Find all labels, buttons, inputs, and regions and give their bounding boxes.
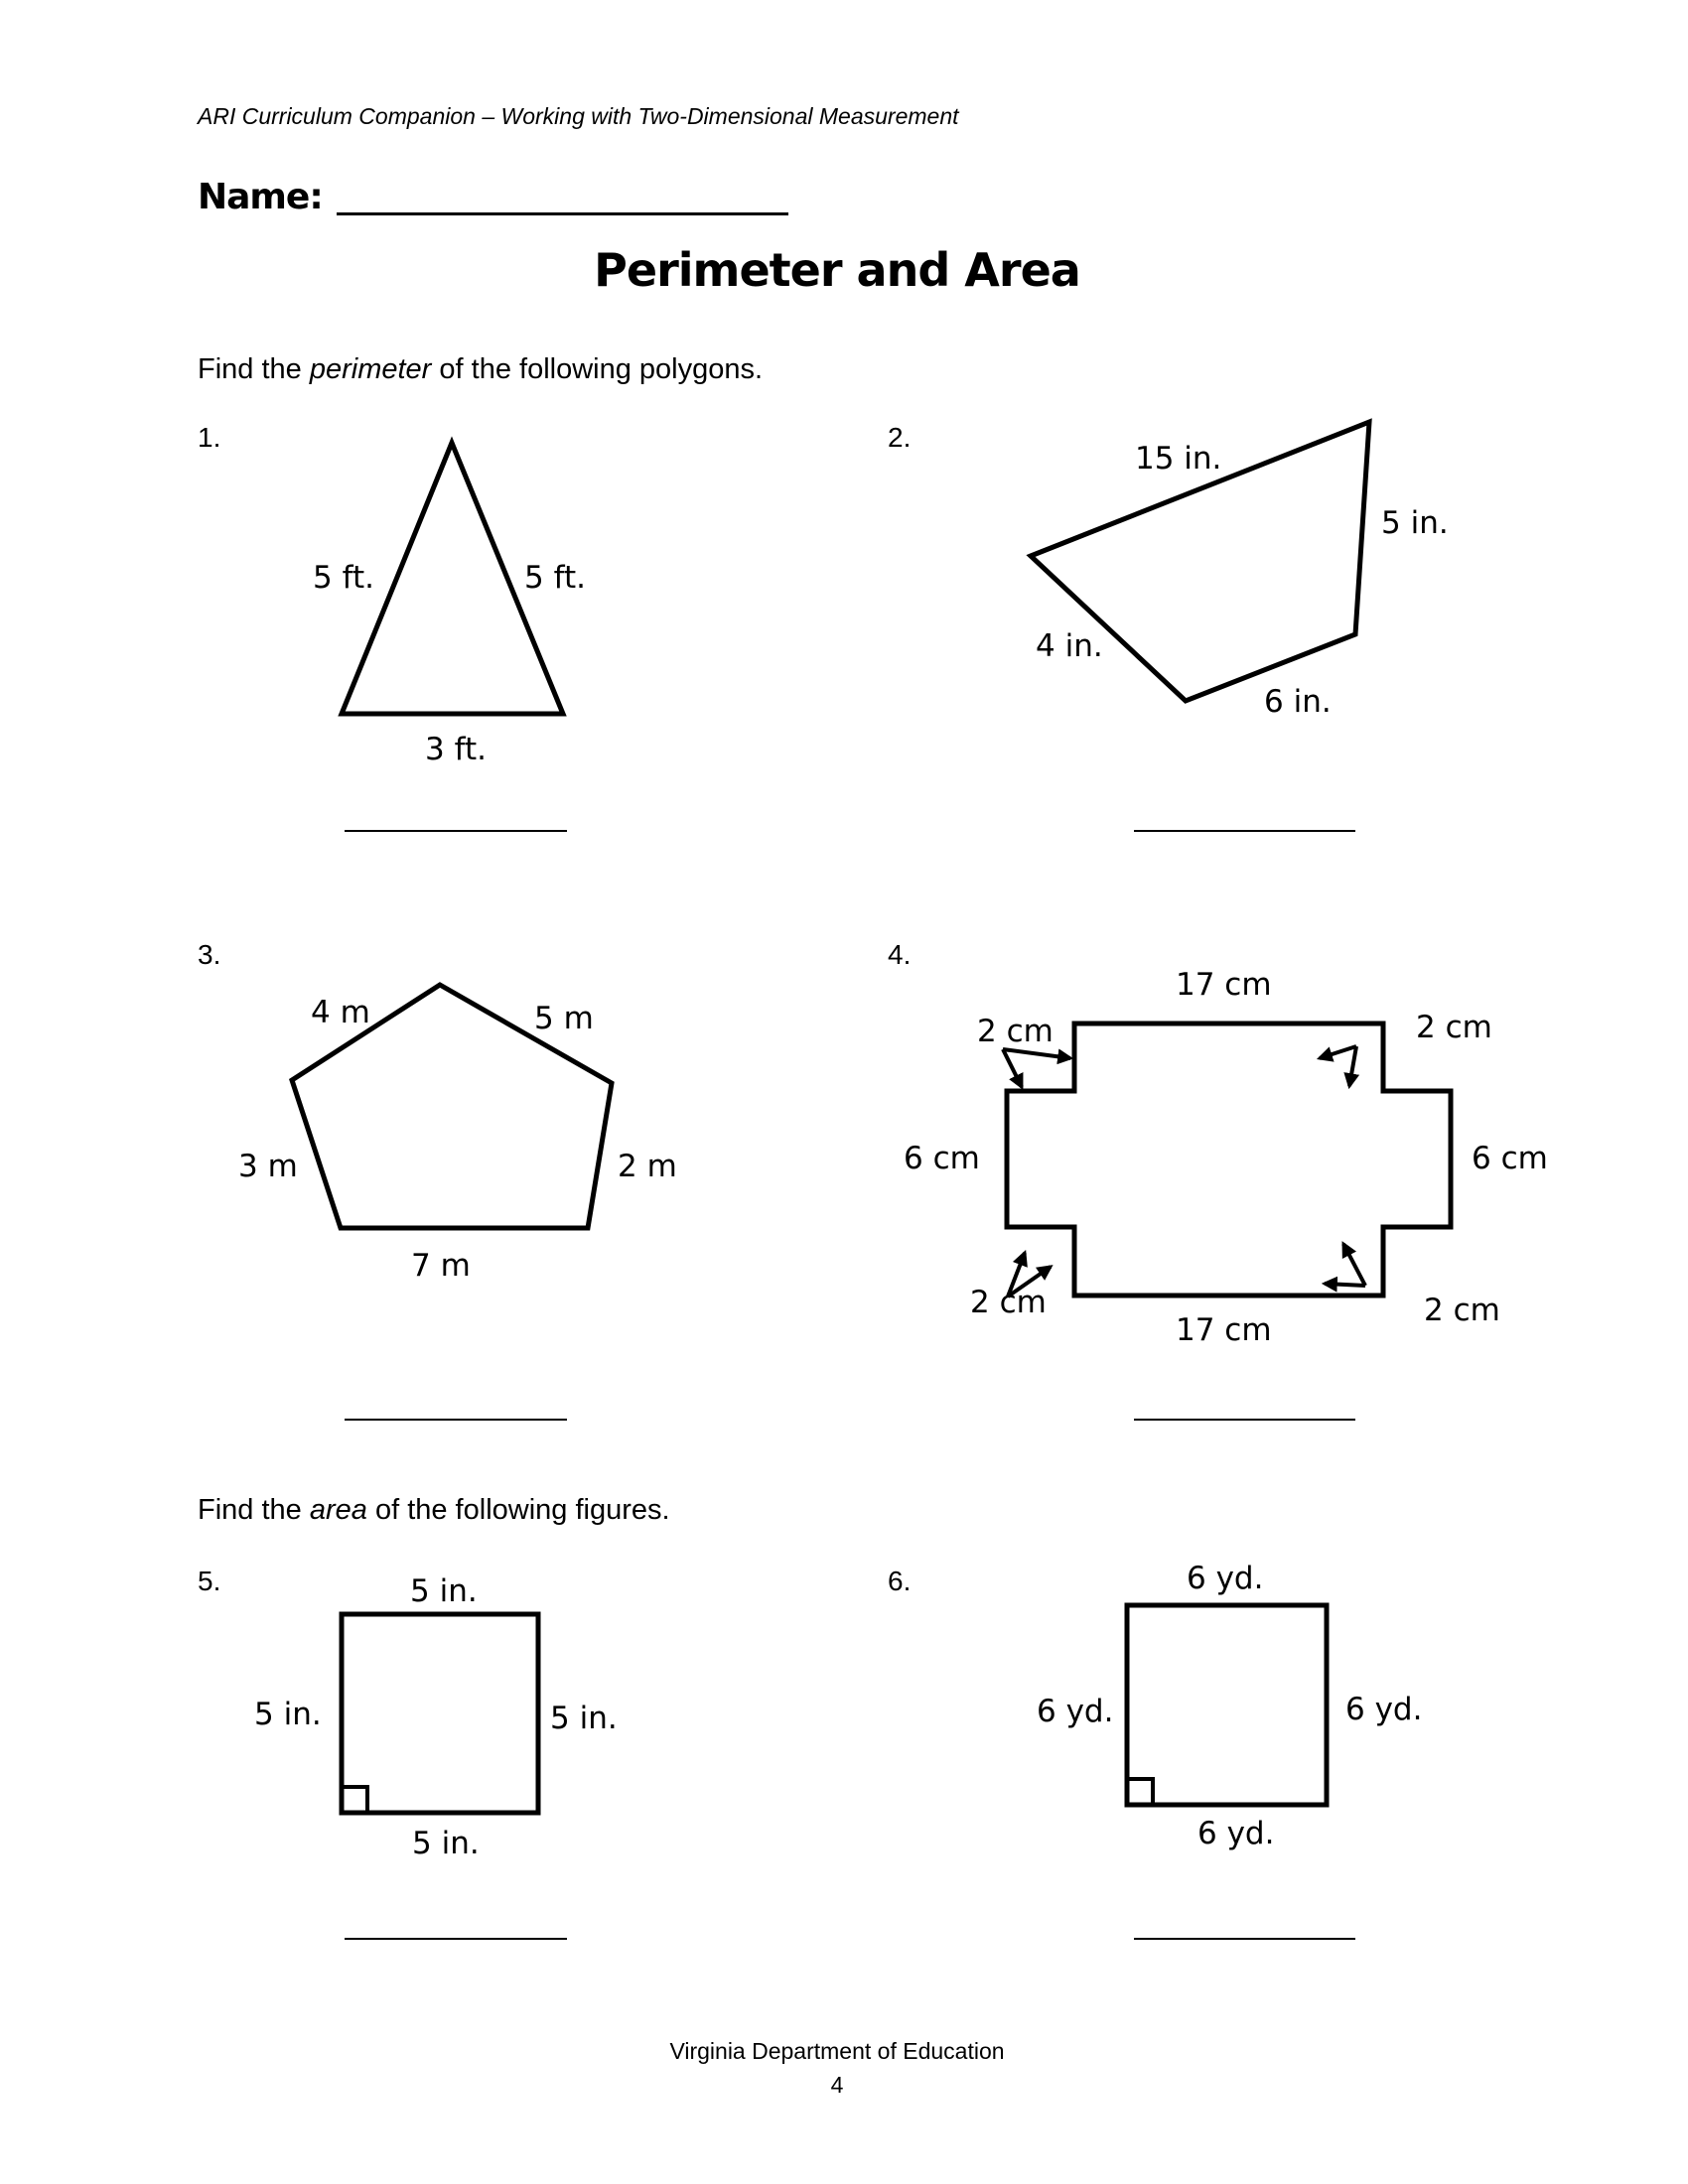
problem-number-2: 2. bbox=[888, 422, 912, 453]
label-top: 5 in. bbox=[410, 1573, 478, 1609]
instr-prefix: Find the bbox=[198, 353, 310, 385]
name-label: Name: bbox=[198, 177, 324, 217]
name-field-line[interactable] bbox=[337, 212, 788, 215]
label-left: 6 yd. bbox=[1037, 1694, 1113, 1729]
instr-prefix: Find the bbox=[198, 1494, 310, 1526]
instr-emphasis: area bbox=[309, 1494, 367, 1526]
label-right: 5 ft. bbox=[524, 560, 586, 596]
label-right: 5 in. bbox=[550, 1701, 618, 1736]
label-top-right: 5 m bbox=[534, 1001, 594, 1036]
problem-number-3: 3. bbox=[198, 939, 221, 970]
label-left: 6 cm bbox=[904, 1141, 980, 1176]
label-right: 6 yd. bbox=[1345, 1692, 1422, 1727]
label-bottom-right: 2 cm bbox=[1424, 1293, 1500, 1328]
label-top-left: 4 m bbox=[311, 995, 370, 1030]
right-angle-marker bbox=[340, 1785, 369, 1815]
label-bottom: 7 m bbox=[411, 1248, 471, 1284]
label-bottom: 17 cm bbox=[1176, 1312, 1272, 1348]
figure-cross-rectangle: 17 cm 17 cm 6 cm 6 cm 2 cm 2 cm 2 cm 2 c… bbox=[904, 967, 1548, 1348]
label-left: 5 in. bbox=[254, 1697, 322, 1732]
instr-suffix: of the following figures. bbox=[366, 1494, 670, 1526]
problem-number-6: 6. bbox=[888, 1566, 912, 1596]
label-top-left: 2 cm bbox=[977, 1014, 1054, 1049]
label-bottom: 5 in. bbox=[412, 1826, 480, 1861]
label-top: 17 cm bbox=[1176, 967, 1272, 1003]
label-right: 6 cm bbox=[1472, 1141, 1548, 1176]
label-right: 5 in. bbox=[1381, 505, 1449, 541]
label-right: 2 m bbox=[618, 1149, 677, 1184]
label-left: 3 m bbox=[238, 1149, 298, 1184]
problem-number-4: 4. bbox=[888, 939, 912, 970]
perimeter-instructions: Find the perimeter of the following poly… bbox=[198, 353, 763, 386]
label-top: 6 yd. bbox=[1187, 1561, 1263, 1596]
label-top: 15 in. bbox=[1135, 441, 1221, 477]
label-bottom: 6 yd. bbox=[1197, 1816, 1274, 1851]
document-header: ARI Curriculum Companion – Working with … bbox=[198, 103, 959, 129]
problem-number-1: 1. bbox=[198, 422, 221, 453]
label-left: 5 ft. bbox=[313, 560, 374, 596]
figure-square-6: 6 yd. 6 yd. 6 yd. 6 yd. bbox=[1037, 1561, 1422, 1851]
figure-square-5: 5 in. 5 in. 5 in. 5 in. bbox=[254, 1573, 618, 1861]
dimension-arrows bbox=[1001, 1044, 1367, 1298]
figure-triangle: 5 ft. 5 ft. 3 ft. bbox=[313, 436, 586, 767]
label-bottom: 6 in. bbox=[1264, 684, 1332, 720]
instr-emphasis: perimeter bbox=[309, 353, 432, 385]
figure-pentagon: 4 m 5 m 3 m 2 m 7 m bbox=[238, 982, 677, 1284]
page-title: Perimeter and Area bbox=[594, 243, 1081, 297]
label-bottom: 3 ft. bbox=[425, 732, 487, 767]
instr-suffix: of the following polygons. bbox=[431, 353, 764, 385]
footer-page-number: 4 bbox=[830, 2072, 844, 2098]
right-angle-marker bbox=[1125, 1777, 1155, 1807]
area-instructions: Find the area of the following figures. bbox=[198, 1494, 670, 1527]
label-top-right: 2 cm bbox=[1416, 1010, 1492, 1045]
footer-org: Virginia Department of Education bbox=[669, 2038, 1005, 2064]
label-left: 4 in. bbox=[1036, 628, 1103, 664]
problem-number-5: 5. bbox=[198, 1566, 221, 1596]
figure-quadrilateral: 15 in. 5 in. 4 in. 6 in. bbox=[1026, 418, 1449, 720]
